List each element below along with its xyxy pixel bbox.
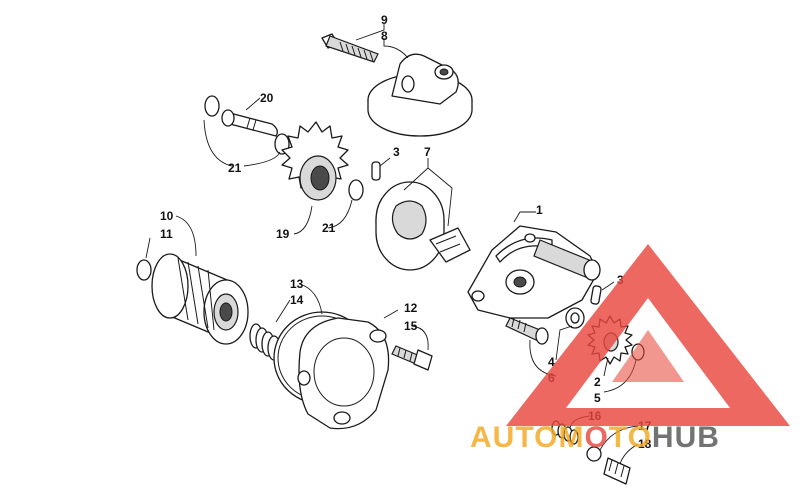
part-19-drive-gear (281, 121, 349, 201)
callout-21-bottom: 21 (322, 221, 336, 235)
callout-5: 5 (594, 391, 601, 405)
part-7-rotor-set (375, 181, 471, 271)
callout-10: 10 (160, 209, 174, 223)
watermark-text-o: O (584, 421, 608, 454)
callout-9: 9 (381, 13, 388, 27)
part-11-o-ring (136, 259, 152, 281)
callout-19: 19 (276, 227, 290, 241)
part-18-plug (603, 457, 631, 485)
callout-4: 4 (548, 355, 555, 369)
part-8-pump-cover (367, 53, 473, 137)
callout-3-upper: 3 (393, 145, 400, 159)
part-4-screw (505, 317, 549, 345)
callout-14: 14 (290, 293, 304, 307)
part-10-oil-filter (151, 253, 249, 345)
callout-21-top: 21 (228, 161, 242, 175)
watermark-text-to: TO (609, 421, 652, 454)
watermark-text: AUTOMOTOHUB (470, 421, 720, 454)
watermark-text-hub: HUB (652, 421, 720, 454)
callout-7: 7 (424, 145, 431, 159)
callout-12: 12 (404, 301, 418, 315)
callout-1: 1 (536, 203, 543, 217)
part-20-shaft (221, 109, 278, 137)
callout-20: 20 (260, 91, 274, 105)
part-3-dowel-pin-lower (590, 285, 602, 305)
part-1-pump-body (467, 225, 601, 319)
automotohub-watermark: AUTOMOTOHUB (470, 244, 790, 454)
callout-2: 2 (594, 375, 601, 389)
callout-18: 18 (638, 437, 652, 451)
part-3-dowel-pin-upper (371, 161, 381, 181)
part-12-filter-cover (297, 317, 390, 430)
part-21-clip-bottom (348, 179, 364, 201)
watermark-triangle-logo (506, 244, 790, 426)
part-9-bolt (321, 33, 379, 63)
callout-13: 13 (290, 277, 304, 291)
watermark-triangle-inner (612, 330, 684, 382)
callout-15: 15 (404, 319, 418, 333)
part-17-ball (586, 446, 602, 462)
callout-8: 8 (381, 29, 388, 43)
part-14-spring (249, 323, 281, 361)
part-6-washer (565, 307, 585, 329)
watermark-text-auto: AUTOM (470, 421, 584, 454)
part-15-bolt (391, 345, 433, 371)
callout-11: 11 (160, 227, 173, 241)
